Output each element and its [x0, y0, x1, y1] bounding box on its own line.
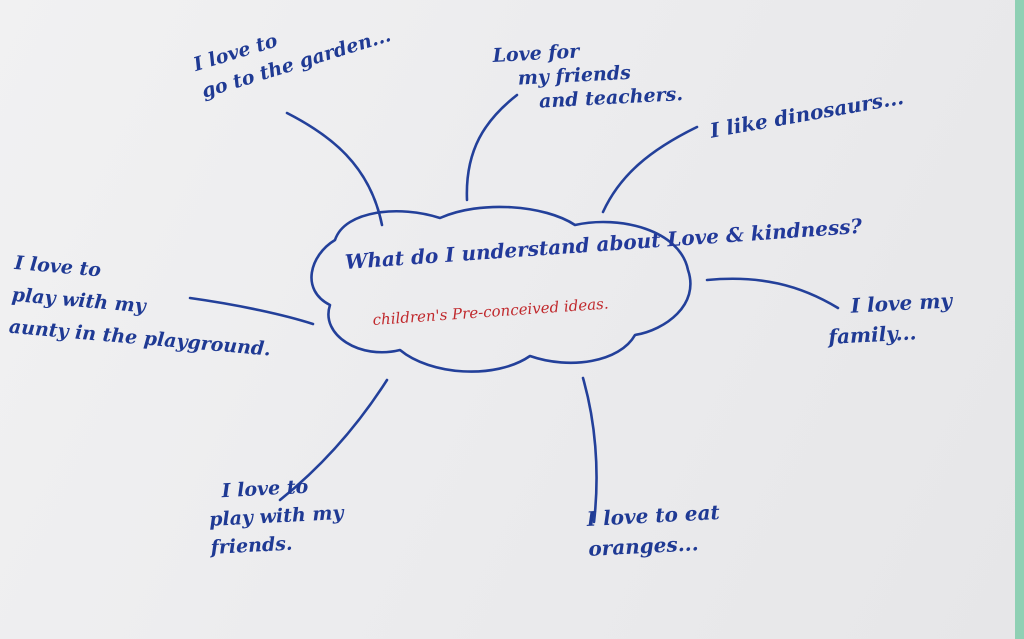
green-edge-strip: [1015, 0, 1024, 639]
note-family: I love my family...: [826, 285, 954, 351]
note-oranges: I love to eat oranges...: [586, 497, 722, 564]
connector-aunty: [188, 296, 315, 326]
connector-friends-teachers: [465, 93, 519, 202]
connector-garden: [285, 111, 384, 227]
connector-dinosaurs: [601, 125, 699, 214]
connector-play-friends: [278, 378, 389, 502]
note-friends-teachers: Love for my friends and teachers.: [492, 34, 684, 116]
connector-oranges: [581, 376, 598, 524]
center-subtitle-line-2: ideas.: [563, 294, 610, 316]
center-cloud: [310, 205, 692, 373]
connector-family: [705, 277, 840, 310]
note-play-friends: I love to play with my friends.: [207, 471, 346, 562]
